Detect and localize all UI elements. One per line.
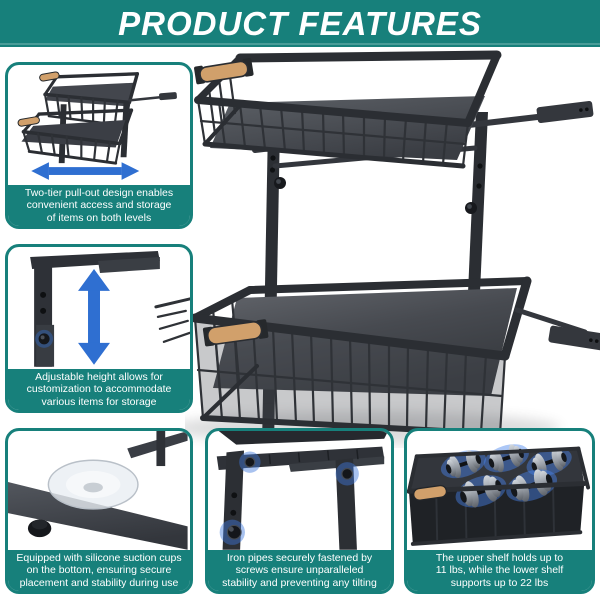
- basket-wood-handle: [412, 484, 448, 501]
- feature-caption-iron-pipes: Iron pipes securely fastened by screws e…: [208, 549, 391, 591]
- two-tier-rack-pullout-illustration: [8, 65, 190, 185]
- lower-wood-handle: [202, 319, 269, 347]
- feature-caption-load-capacity: The upper shelf holds up to 11 lbs, whil…: [407, 549, 592, 591]
- screw-highlight: [335, 462, 359, 486]
- adjust-knob: [35, 329, 54, 348]
- screw-highlight: [219, 519, 245, 545]
- upper-basket: [194, 50, 502, 169]
- page-title: PRODUCT FEATURES: [118, 4, 482, 42]
- blue-horizontal-arrow-icon: [31, 162, 140, 180]
- two-tier-rack-pullout-icon: [17, 71, 177, 180]
- feature-card-suction-cups: Equipped with silicone suction cups on t…: [5, 428, 193, 594]
- suction-cup-shape: [47, 459, 139, 510]
- lower-basket: [190, 276, 532, 437]
- two-tier-organizer-render: [170, 50, 600, 446]
- dumbbell-load-illustration: [407, 431, 592, 550]
- dumbbell-load-icon: [407, 444, 591, 546]
- banner: PRODUCT FEATURES: [0, 0, 600, 47]
- suction-cup-icon: [8, 431, 188, 550]
- feature-caption-suction-cups: Equipped with silicone suction cups on t…: [8, 549, 190, 591]
- upper-wood-handle: [194, 58, 254, 85]
- main-product-image: [170, 48, 600, 448]
- partial-basket-wires: [154, 297, 190, 343]
- feature-card-iron-pipes: Iron pipes securely fastened by screws e…: [205, 428, 394, 594]
- feature-card-load-capacity: The upper shelf holds up to 11 lbs, whil…: [404, 428, 595, 594]
- dumbbell: [526, 448, 572, 477]
- adjustable-height-illustration: [8, 247, 190, 369]
- dumbbell: [440, 450, 487, 479]
- bottom-knob: [27, 519, 52, 538]
- screw-fastened-frame-icon: [216, 431, 389, 550]
- dumbbell: [455, 475, 507, 508]
- feature-caption-adjustable-height: Adjustable height allows for customizati…: [8, 368, 190, 410]
- suction-cup-illustration: [8, 431, 190, 550]
- adjustable-height-arrow-icon: [30, 250, 190, 367]
- mini-lower-basket: [17, 108, 134, 165]
- feature-card-two-tier-pull-out: Two-tier pull-out design enables conveni…: [5, 62, 193, 229]
- screw-highlight: [239, 451, 261, 473]
- blue-vertical-arrow-icon: [78, 268, 110, 365]
- feature-caption-two-tier: Two-tier pull-out design enables conveni…: [8, 184, 190, 226]
- mini-upper-basket: [39, 71, 140, 128]
- screw-fastened-frame-illustration: [208, 431, 391, 550]
- feature-card-adjustable-height: Adjustable height allows for customizati…: [5, 244, 193, 413]
- lower-slide-rail: [514, 307, 600, 351]
